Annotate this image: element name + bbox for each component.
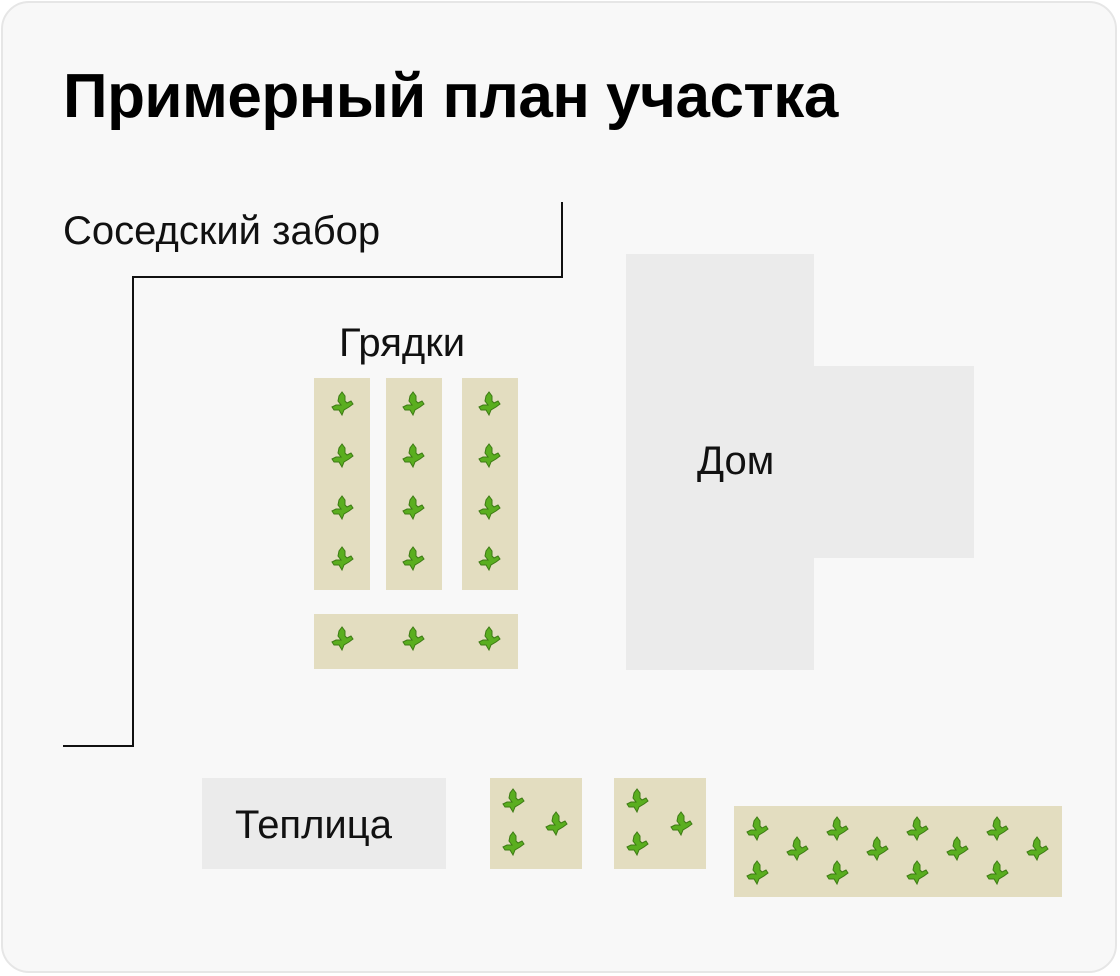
house-label: Дом — [697, 439, 775, 483]
plant-icon — [478, 626, 501, 651]
house-wing — [814, 366, 974, 558]
plant-icon — [478, 443, 501, 468]
plant-icon — [478, 546, 501, 571]
plant-icon — [478, 391, 501, 416]
page-title: Примерный план участка — [63, 62, 838, 131]
house — [626, 254, 814, 670]
plant-icon — [826, 860, 849, 885]
plant-icon — [331, 495, 354, 520]
plant-icon — [402, 546, 425, 571]
plan-overlay — [63, 202, 1049, 885]
plant-icon — [906, 860, 929, 885]
plant-icon — [986, 860, 1009, 885]
plant-icon — [402, 626, 425, 651]
plant-icon — [478, 495, 501, 520]
plant-icon — [331, 443, 354, 468]
plant-icon — [866, 836, 889, 861]
plant-icon — [502, 831, 525, 856]
plant-icon — [626, 788, 649, 813]
plant-icon — [545, 811, 568, 836]
plant-icon — [786, 836, 809, 861]
plant-icon — [746, 860, 769, 885]
plant-icon — [402, 495, 425, 520]
plant-icon — [986, 816, 1009, 841]
plant-icon — [331, 626, 354, 651]
plant-icon — [826, 816, 849, 841]
neighbor-fence — [63, 202, 563, 747]
plant-icon — [906, 816, 929, 841]
beds-label: Грядки — [339, 321, 466, 365]
plant-icon — [402, 443, 425, 468]
plant-icon — [626, 831, 649, 856]
plant-icon — [670, 811, 693, 836]
plant-icon — [946, 836, 969, 861]
plant-icon — [331, 391, 354, 416]
plant-icon — [746, 816, 769, 841]
plant-icon — [331, 546, 354, 571]
fence-label: Соседский забор — [63, 209, 381, 253]
plant-icon — [1026, 836, 1049, 861]
greenhouse-label: Теплица — [235, 803, 392, 847]
plant-icon — [502, 788, 525, 813]
plant-icon — [402, 391, 425, 416]
greenhouse — [202, 778, 446, 869]
